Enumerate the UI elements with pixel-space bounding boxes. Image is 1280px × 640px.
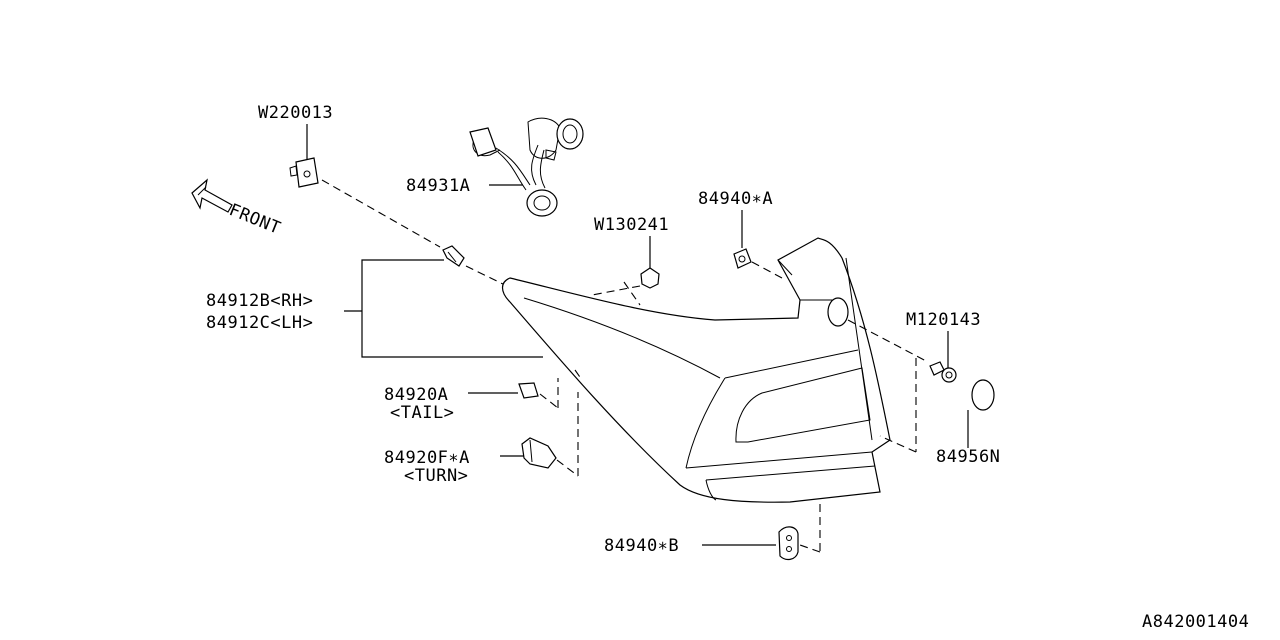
seal-a-icon	[733, 248, 752, 269]
callout-cap: 84956N	[936, 447, 1000, 467]
callout-socket-harness: 84931A	[406, 176, 470, 196]
front-arrow-icon	[191, 178, 233, 213]
callout-lamp-rh: 84912B<RH>	[206, 291, 313, 311]
seal-84940-b[interactable]: 84940∗B	[604, 504, 821, 561]
lamp-callout-bracket: 84912B<RH> 84912C<LH>	[206, 259, 543, 358]
callout-bulb-tail: 84920A	[384, 385, 448, 405]
clip-icon	[295, 157, 319, 188]
bulb-tail-icon	[518, 382, 539, 399]
seal-b-icon	[778, 526, 799, 561]
callout-bulb-turn: 84920F∗A	[384, 448, 470, 468]
bolt-m120143[interactable]: M120143	[847, 310, 981, 453]
callout-seal-a: 84940∗A	[698, 189, 773, 209]
bulb-turn-84920f[interactable]: 84920F∗A <TURN>	[384, 392, 579, 486]
seal-84940-a[interactable]: 84940∗A	[698, 189, 783, 279]
front-label: FRONT	[226, 200, 283, 239]
callout-bolt: M120143	[906, 310, 981, 330]
bulb-turn-icon	[521, 437, 557, 469]
grommet-icon	[640, 267, 660, 289]
clip-w220013[interactable]: W220013	[258, 103, 506, 286]
lamp-hole	[827, 297, 849, 327]
front-arrow: FRONT	[191, 178, 283, 239]
stud-icon	[442, 245, 465, 267]
grommet-w130241[interactable]: W130241	[591, 215, 669, 306]
callout-bulb-turn-note: <TURN>	[404, 466, 468, 486]
callout-bulb-tail-note: <TAIL>	[390, 403, 454, 423]
tail-lamp-assembly[interactable]	[501, 237, 891, 503]
cap-84956n[interactable]: 84956N	[936, 379, 1000, 467]
cap-icon	[971, 379, 995, 411]
drawing-code: A842001404	[1142, 612, 1249, 632]
callout-clip-top: W220013	[258, 103, 333, 123]
callout-seal-b: 84940∗B	[604, 536, 679, 556]
lamp-housing	[501, 237, 891, 503]
callout-lamp-lh: 84912C<LH>	[206, 313, 313, 333]
socket-harness-84931a[interactable]: 84931A	[406, 117, 584, 217]
bulb-tail-84920a[interactable]: 84920A <TAIL>	[384, 378, 559, 423]
callout-grommet: W130241	[594, 215, 669, 235]
